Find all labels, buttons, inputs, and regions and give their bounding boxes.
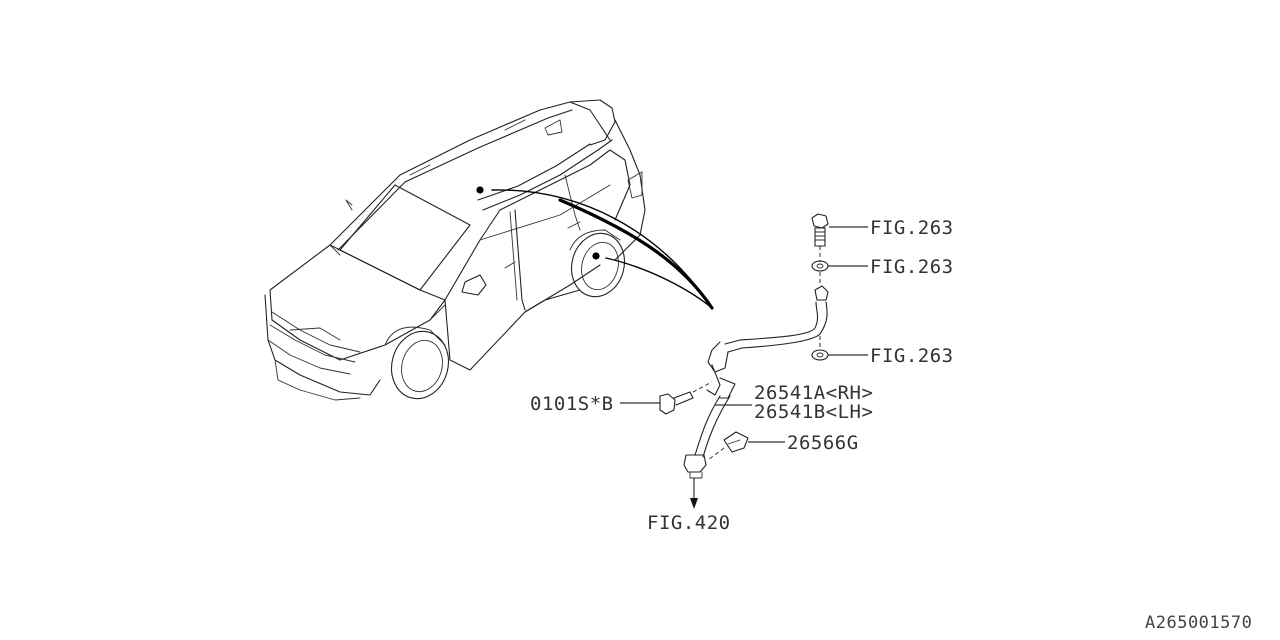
- label-fig263-washer-lower[interactable]: FIG.263: [870, 345, 954, 367]
- arrow-down-icon: [690, 478, 698, 509]
- illustration-code: A265001570: [1145, 613, 1252, 633]
- location-callout: [476, 186, 714, 310]
- union-bolt-icon: [811, 213, 868, 247]
- suv-car-outline-icon: [264, 99, 646, 401]
- clip-icon: [707, 431, 785, 461]
- label-fig263-bolt[interactable]: FIG.263: [870, 217, 954, 239]
- brake-hose-icon: [683, 285, 829, 479]
- flange-bolt-icon: [620, 381, 713, 415]
- label-bolt-0101S[interactable]: 0101S*B: [530, 393, 614, 415]
- label-hose-lh[interactable]: 26541B<LH>: [754, 401, 873, 423]
- washer-icon: [811, 260, 868, 272]
- washer-icon: [811, 349, 868, 361]
- label-fig420[interactable]: FIG.420: [647, 512, 731, 534]
- label-fig263-washer-upper[interactable]: FIG.263: [870, 256, 954, 278]
- label-clip-26566G[interactable]: 26566G: [787, 432, 859, 454]
- label-hose-rh[interactable]: 26541A<RH>: [754, 382, 873, 404]
